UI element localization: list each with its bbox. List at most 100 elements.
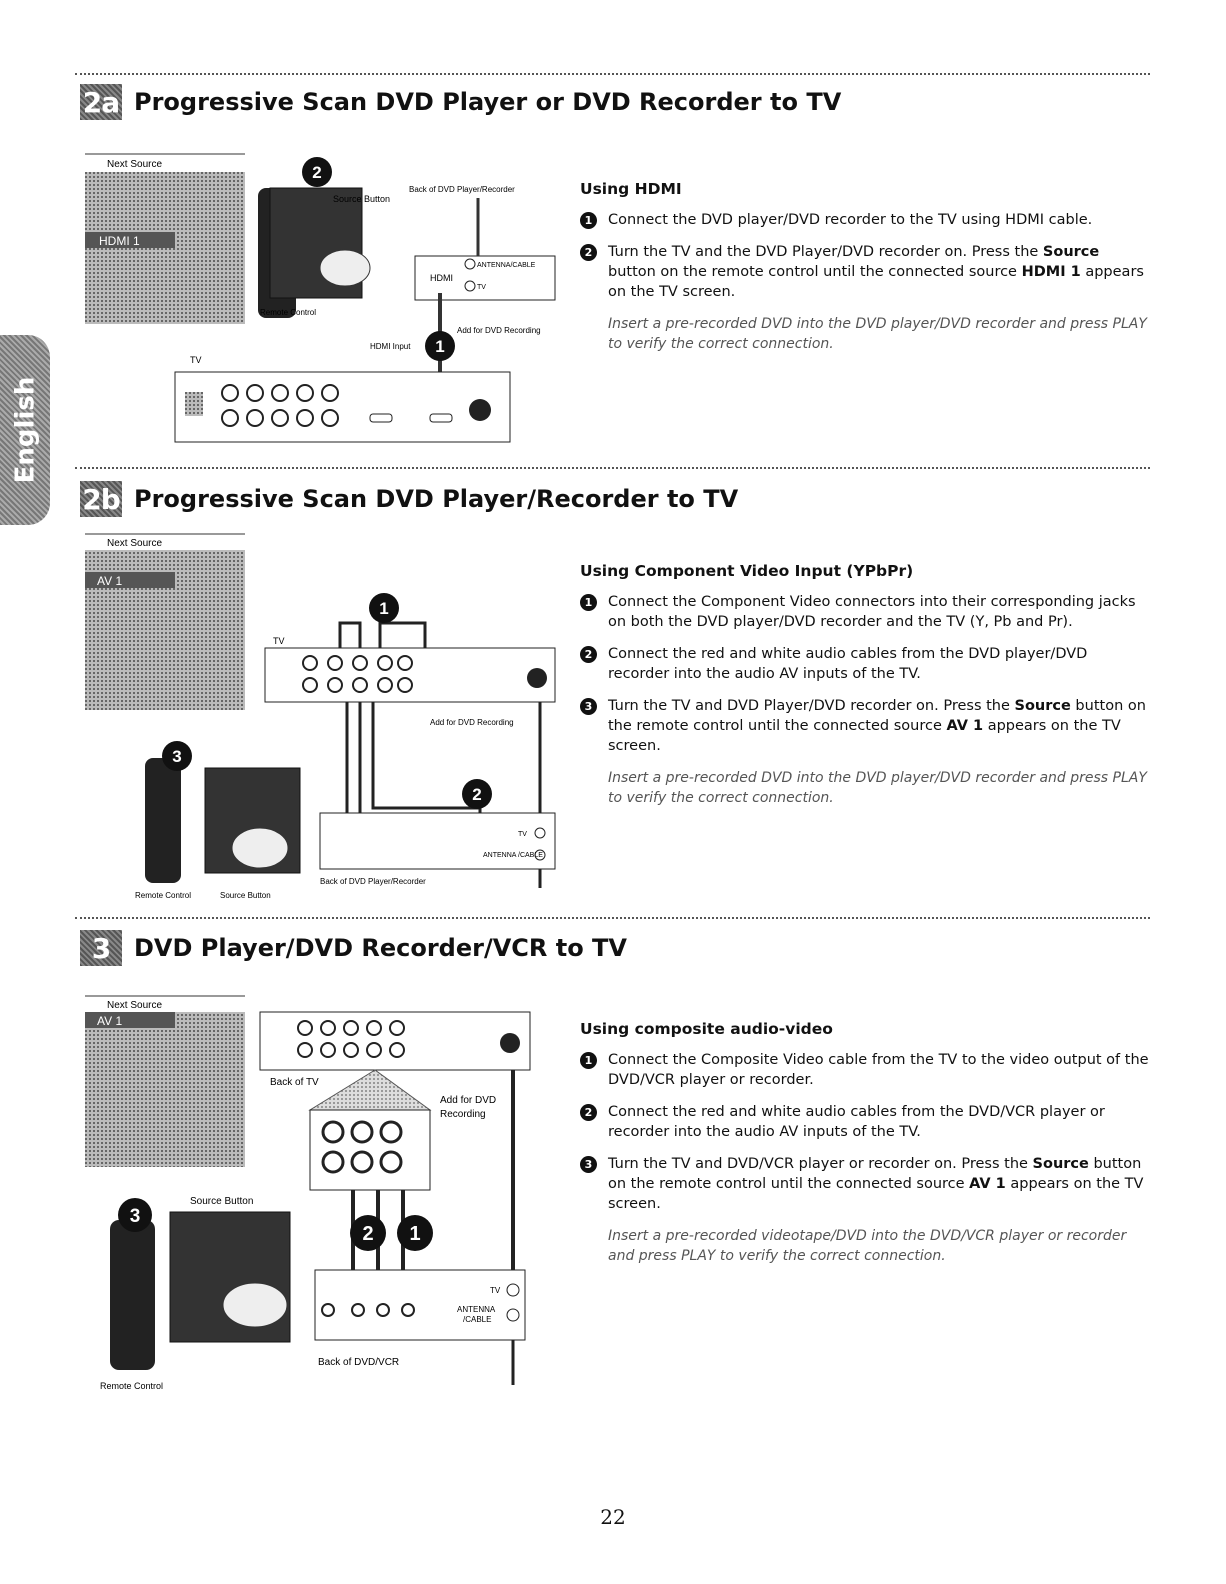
step-text: Turn the TV and DVD/VCR player or record… bbox=[608, 1154, 1150, 1214]
menu-selected-label: HDMI 1 bbox=[99, 234, 140, 248]
antenna-port bbox=[506, 1308, 520, 1322]
add-for-recording-label: Add for DVD Recording bbox=[457, 326, 541, 335]
step-text-bold: HDMI 1 bbox=[1021, 264, 1081, 280]
closeup-jacks bbox=[321, 1120, 403, 1174]
hdmi-connection-diagram: Next Source HDMI 1 2 Source Button Back … bbox=[85, 153, 556, 443]
method-title: Using HDMI bbox=[580, 180, 682, 198]
tv-port-label: TV bbox=[490, 1286, 501, 1295]
tv-antenna-port bbox=[469, 399, 491, 421]
section-2b-header: 2b Progressive Scan DVD Player/Recorder … bbox=[80, 481, 738, 517]
tv-label: TV bbox=[190, 355, 202, 365]
step-1: 1 Connect the DVD player/DVD recorder to… bbox=[580, 210, 1150, 230]
back-of-dvd-vcr-label: Back of DVD/VCR bbox=[318, 1357, 399, 1368]
step-number: 3 bbox=[580, 1156, 597, 1173]
step-marker-label: 1 bbox=[435, 337, 444, 356]
step-2: 2 Connect the red and white audio cables… bbox=[580, 1102, 1150, 1142]
dvd-vcr-jacks bbox=[321, 1303, 415, 1317]
language-tab: English bbox=[0, 335, 50, 525]
step-number: 1 bbox=[580, 594, 597, 611]
source-button-label: Source Button bbox=[333, 194, 390, 204]
antenna-label: ANTENNA bbox=[457, 1305, 496, 1314]
source-button-label: Source Button bbox=[220, 891, 271, 900]
verification-note: Insert a pre-recorded DVD into the DVD p… bbox=[608, 316, 1147, 352]
step-text-part: button on the remote control until the c… bbox=[608, 698, 1146, 734]
step-marker-label: 1 bbox=[409, 1223, 420, 1245]
language-tab-label: English bbox=[10, 376, 41, 484]
tv-port bbox=[506, 1283, 520, 1297]
tv-port-label: TV bbox=[518, 831, 527, 838]
add-for-recording-label: Add for DVD Recording bbox=[430, 718, 514, 727]
step-text-bold: Source bbox=[1032, 1156, 1089, 1172]
step-number: 3 bbox=[580, 698, 597, 715]
verification-note: Insert a pre-recorded DVD into the DVD p… bbox=[608, 770, 1147, 806]
remote-control-label: Remote Control bbox=[100, 1381, 163, 1391]
remote-control-label: Remote Control bbox=[135, 891, 191, 900]
step-text: Connect the Composite Video cable from t… bbox=[608, 1052, 1149, 1088]
step-text-part: Turn the TV and DVD/VCR player or record… bbox=[608, 1156, 1033, 1172]
add-for-recording-label: Add for DVD bbox=[440, 1095, 496, 1106]
antenna-label: /CABLE bbox=[463, 1315, 491, 1324]
hdmi-input-label: HDMI Input bbox=[370, 342, 411, 351]
step-number: 1 bbox=[580, 212, 597, 229]
step-text-bold: Source bbox=[1014, 698, 1071, 714]
section-divider bbox=[75, 917, 1150, 919]
step-text-bold: AV 1 bbox=[969, 1176, 1006, 1192]
menu-header: Next Source bbox=[107, 159, 162, 170]
step-text-part: Turn the TV and DVD Player/DVD recorder … bbox=[608, 698, 1015, 714]
step-text-part: button on the remote control until the c… bbox=[608, 264, 1022, 280]
source-button-label: Source Button bbox=[190, 1196, 253, 1207]
tv-av-jacks bbox=[221, 384, 339, 427]
method-title: Using composite audio-video bbox=[580, 1020, 833, 1038]
tv-port bbox=[534, 827, 546, 839]
section-badge: 2b bbox=[80, 481, 122, 517]
verification-note: Insert a pre-recorded videotape/DVD into… bbox=[608, 1228, 1127, 1264]
menu-header: Next Source bbox=[107, 1000, 162, 1011]
tv-service-port bbox=[185, 392, 203, 416]
step-marker-label: 2 bbox=[312, 163, 321, 182]
antenna-port bbox=[534, 849, 546, 861]
menu-header: Next Source bbox=[107, 538, 162, 549]
step-3: 3 Turn the TV and DVD/VCR player or reco… bbox=[580, 1154, 1150, 1214]
step-1: 1 Connect the Component Video connectors… bbox=[580, 592, 1150, 632]
component-connection-diagram: Next Source AV 1 TV 1 Add for DVD Record… bbox=[85, 533, 556, 900]
step-text-part: appears on the TV screen. bbox=[608, 1176, 1144, 1212]
step-text-part: button on the remote control until the c… bbox=[608, 1156, 1142, 1192]
page-number: 22 bbox=[600, 1505, 626, 1529]
menu-selected-row bbox=[85, 572, 175, 588]
remote-control bbox=[110, 1220, 155, 1370]
antenna-label: ANTENNA/CABLE bbox=[477, 262, 536, 269]
menu-selected-row bbox=[85, 1012, 175, 1028]
step-text: Connect the Component Video connectors i… bbox=[608, 594, 1136, 630]
section-3-instructions: Using composite audio-video 1 Connect th… bbox=[580, 1020, 1150, 1266]
step-number: 2 bbox=[580, 244, 597, 261]
tv-back-panel bbox=[174, 371, 511, 443]
step-number: 2 bbox=[580, 646, 597, 663]
antenna-port bbox=[464, 258, 476, 270]
step-text: Connect the red and white audio cables f… bbox=[608, 646, 1088, 682]
section-title: Progressive Scan DVD Player/Recorder to … bbox=[134, 485, 739, 513]
pressing-hand bbox=[222, 1282, 288, 1328]
dvd-player-back bbox=[319, 812, 556, 870]
step-marker-label: 2 bbox=[362, 1223, 373, 1245]
step-marker-label: 3 bbox=[130, 1206, 141, 1227]
tv-label: TV bbox=[273, 636, 285, 646]
tv-hdmi-1-port bbox=[369, 413, 393, 423]
step-text: Connect the DVD player/DVD recorder to t… bbox=[608, 212, 1093, 228]
step-3: 3 Turn the TV and DVD Player/DVD recorde… bbox=[580, 696, 1150, 756]
source-menu bbox=[85, 1012, 245, 1167]
section-divider bbox=[75, 73, 1150, 75]
menu-selected-label: AV 1 bbox=[97, 1014, 122, 1028]
step-marker-label: 2 bbox=[472, 785, 481, 804]
step-text-part: appears on the TV screen. bbox=[608, 264, 1144, 300]
step-text-bold: Source bbox=[1042, 244, 1100, 260]
step-marker bbox=[162, 741, 192, 771]
tv-antenna-port bbox=[527, 668, 547, 688]
antenna-label: ANTENNA /CABLE bbox=[483, 852, 543, 859]
step-text-part: appears on the TV screen. bbox=[608, 718, 1121, 754]
step-marker bbox=[397, 1215, 433, 1251]
section-2a-instructions: Using HDMI 1 Connect the DVD player/DVD … bbox=[580, 180, 1150, 354]
back-of-tv-label: Back of TV bbox=[270, 1077, 319, 1088]
back-of-player-label: Back of DVD Player/Recorder bbox=[320, 877, 426, 886]
step-text-part: Turn the TV and the DVD Player/DVD recor… bbox=[608, 244, 1043, 260]
remote-control-label: Remote Control bbox=[260, 308, 316, 317]
